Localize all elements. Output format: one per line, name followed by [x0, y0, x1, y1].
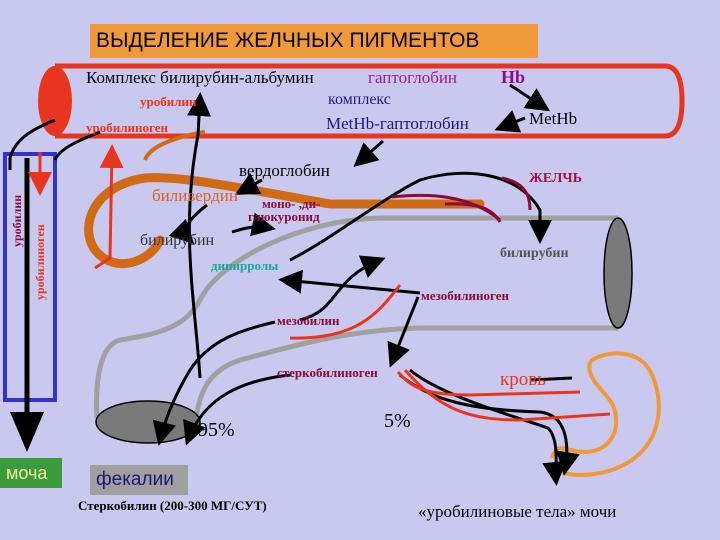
label-urobilin-bodies-urine: «уробилиновые тела» мочи	[418, 502, 617, 521]
bile-lines	[391, 176, 532, 223]
label-urobilin-vertical: уробилин	[10, 194, 24, 247]
page-title: ВЫДЕЛЕНИЕ ЖЕЛЧНЫХ ПИГМЕНТОВ	[90, 24, 538, 58]
label-stercobilin-daily: Стеркобилин (200-300 МГ/СУТ)	[78, 498, 267, 513]
label-methb: MetHb	[529, 109, 578, 128]
label-hb: Hb	[501, 67, 526, 87]
label-complex-bilirubin-albumin: Комплекс билирубин-альбумин	[86, 68, 314, 87]
label-pct-5: 5%	[384, 410, 411, 432]
label-dipyrroles: дипирролы	[211, 258, 279, 273]
red-arrows	[28, 144, 611, 422]
feces-box: фекалии	[90, 465, 188, 495]
label-urobilinogen-top: уробилиноген	[86, 120, 168, 135]
label-bile: ЖЕЛЧЬ	[529, 171, 582, 186]
label-mesobilinogen: мезобилиноген	[421, 288, 510, 303]
stercobilinogen-branch	[529, 376, 573, 382]
pathway-arrows	[8, 83, 580, 486]
kidney	[550, 351, 661, 477]
label-mono-di: моно- ,ди-	[262, 196, 321, 211]
label-biliverdin: биливердин	[152, 186, 238, 205]
label-urobilin-top: уробилин	[140, 94, 197, 109]
label-verdoglobin: вердоглобин	[239, 161, 330, 180]
label-complex: комплекс	[328, 91, 391, 108]
blood-vessel	[38, 63, 685, 139]
urine-column	[3, 152, 57, 452]
label-bilirubin-left: билирубин	[140, 232, 215, 249]
label-stercobilinogen: стеркобилиноген	[277, 365, 378, 380]
label-glucuronide: глюкуронид	[248, 209, 320, 224]
label-haptoglobin: гаптоглобин	[368, 68, 458, 87]
label-pct-95: 95%	[198, 419, 235, 441]
label-bilirubin-right: билирубин	[500, 246, 569, 261]
label-mesobilin: мезобилин	[277, 313, 340, 328]
urine-box: моча	[0, 458, 62, 488]
label-urobilinogen-vertical: уробилиноген	[33, 224, 47, 300]
label-methb-haptoglobin: MetHb-гаптоглобин	[326, 114, 469, 133]
label-blood: кровь	[500, 369, 546, 390]
